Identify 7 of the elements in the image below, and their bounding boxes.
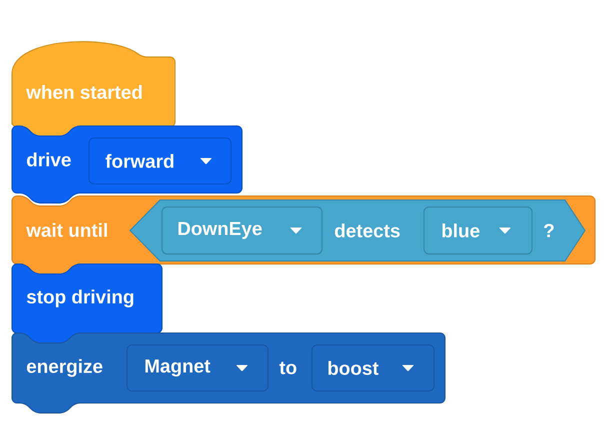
hat-block: when started xyxy=(12,41,176,138)
dropdown-field: blue xyxy=(424,206,532,254)
dropdown-field: Magnet xyxy=(126,344,268,392)
dropdown-field: forward xyxy=(88,138,232,184)
statement-block: stop driving xyxy=(12,264,162,344)
dropdown-field: DownEye xyxy=(162,206,322,254)
dropdown-field: boost xyxy=(312,344,434,392)
